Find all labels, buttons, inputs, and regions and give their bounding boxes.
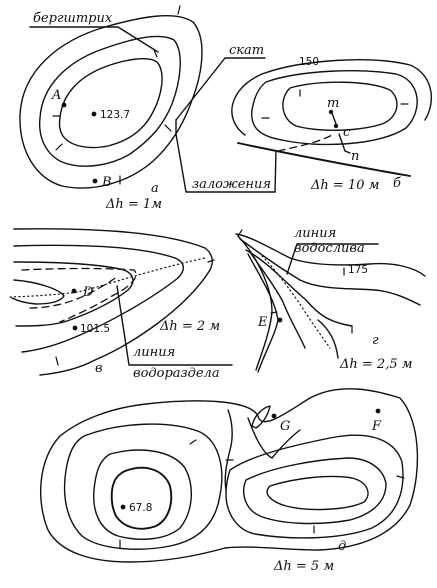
saddle-contour-inner-left — [110, 466, 173, 530]
panel-g-interval: Δh = 2,5 м — [339, 357, 413, 372]
valley-contour-6 — [237, 235, 273, 371]
point-n-label: n — [351, 149, 359, 164]
panel-b-letter: б — [393, 176, 401, 191]
valley-contour-2 — [239, 238, 421, 306]
point-d-marker — [71, 288, 77, 294]
ridge-contour-1 — [13, 228, 213, 376]
point-b-label: B — [101, 175, 112, 190]
panel-b-depression: 150 m c n Δh = 10 м б — [231, 56, 433, 193]
point-m-marker — [328, 109, 334, 115]
saddle-contour-right-middle — [242, 457, 387, 525]
elevation-label: 67.8 — [129, 502, 152, 514]
panel-a-hill: бергштрих скат заложения A 123.7 B а Δh … — [19, 5, 277, 212]
point-e-marker — [277, 317, 283, 323]
ridge-dashed-contour-2 — [29, 275, 119, 309]
panel-g-valley: линия водослива 175 E г Δh = 2,5 м — [235, 226, 426, 373]
saddle-contour-right-inner — [266, 475, 369, 511]
watershed-label-line2: водораздела — [133, 366, 220, 381]
depression-b-contour-inner — [282, 81, 398, 131]
point-c-marker — [333, 123, 339, 129]
valley-contour-3 — [245, 249, 353, 327]
point-m-leader — [331, 112, 337, 125]
elevation-marker — [120, 504, 126, 510]
panel-a-interval: Δh = 1м — [105, 197, 162, 212]
berghshtrikh-tick — [153, 49, 158, 58]
point-m-label: m — [327, 96, 339, 111]
point-n-leader — [338, 133, 351, 154]
thalweg-label-line2: водослива — [294, 241, 365, 256]
panel-a-letter: а — [151, 181, 159, 196]
berghshtrikh-tick — [164, 124, 172, 132]
saddle-contour-right-outer — [225, 434, 404, 539]
skat-leader — [175, 57, 266, 121]
elevation-marker — [91, 111, 97, 117]
elevation-label: 101.5 — [80, 323, 110, 335]
skat-label: скат — [229, 43, 264, 58]
panel-g-letter: г — [372, 333, 379, 348]
zalozhenie-leader-b — [274, 150, 277, 193]
berghshtrikh-tick — [396, 475, 405, 479]
berghshtrikh-tick — [189, 439, 197, 445]
valley-contour-1 — [235, 233, 426, 277]
panel-d-saddle: G F 67.8 д Δh = 5 м — [40, 388, 419, 574]
point-g-label: G — [280, 419, 290, 434]
depression-b-bottom-contour — [237, 142, 411, 177]
contour-value-150: 150 — [299, 56, 319, 68]
berghshtrikh-label: бергштрих — [33, 11, 113, 26]
berghshtrikh-tick — [237, 229, 243, 237]
ridge-contour-2 — [13, 244, 184, 353]
point-a-marker — [61, 102, 67, 108]
point-f-label: F — [371, 419, 382, 434]
point-g-marker — [271, 413, 277, 419]
watershed-label-line1: линия — [133, 345, 175, 360]
point-e-label: E — [257, 315, 268, 330]
saddle-contour-2 — [63, 423, 223, 550]
berghshtrikh-tick — [55, 143, 63, 151]
contour-value-175: 175 — [348, 264, 368, 276]
point-d-label: D — [82, 285, 94, 300]
saddle-contour-3 — [93, 449, 193, 540]
berghshtrikh-leader — [29, 26, 159, 53]
panel-v-interval: Δh = 2 м — [159, 319, 220, 334]
panel-b-interval: Δh = 10 м — [310, 178, 379, 193]
panel-d-interval: Δh = 5 м — [273, 559, 334, 574]
zalozhenie-dashed-segment — [277, 133, 335, 152]
thalweg-label-line1: линия — [294, 226, 336, 241]
hill-a-contour-inner — [58, 58, 163, 149]
panel-d-letter: д — [338, 539, 346, 554]
valley-contour-7 — [317, 319, 339, 359]
berghshtrikh-tick — [177, 5, 181, 15]
watershed-line — [9, 257, 206, 298]
thalweg-leader — [286, 243, 379, 275]
panel-v-letter: в — [95, 361, 103, 376]
zalozhenie-label: заложения — [192, 177, 271, 192]
thalweg-line — [261, 255, 331, 349]
berghshtrikh-tick — [270, 311, 278, 314]
hill-a-contour-outer — [19, 14, 203, 189]
point-b-marker — [92, 178, 98, 184]
berghshtrikh-tick — [55, 356, 59, 366]
point-f-marker — [375, 408, 381, 414]
elevation-marker — [72, 325, 78, 331]
saddle-cleft-left — [224, 409, 233, 491]
ridge-contour-4 — [11, 279, 65, 305]
ridge-dashed-contour-1 — [21, 267, 137, 323]
hill-a-contour-middle — [38, 35, 181, 167]
valley-contour-4 — [249, 251, 306, 349]
depression-b-contour-outer — [231, 59, 433, 136]
watershed-leader — [116, 285, 233, 366]
elevation-label: 123.7 — [100, 109, 130, 121]
point-c-label: c — [343, 125, 351, 140]
depression-b-contour-middle — [251, 70, 418, 146]
berghshtrikh-tick — [207, 259, 215, 263]
panel-v-ridge: D 101.5 Δh = 2 м линия водораздела в — [9, 228, 233, 381]
ridge-contour-3 — [13, 261, 134, 327]
point-a-label: A — [51, 88, 61, 103]
saddle-small-ravine — [251, 405, 271, 429]
saddle-cleft-right — [247, 417, 301, 459]
zalozhenie-leader — [175, 119, 276, 193]
saddle-contour-outer — [40, 388, 419, 563]
